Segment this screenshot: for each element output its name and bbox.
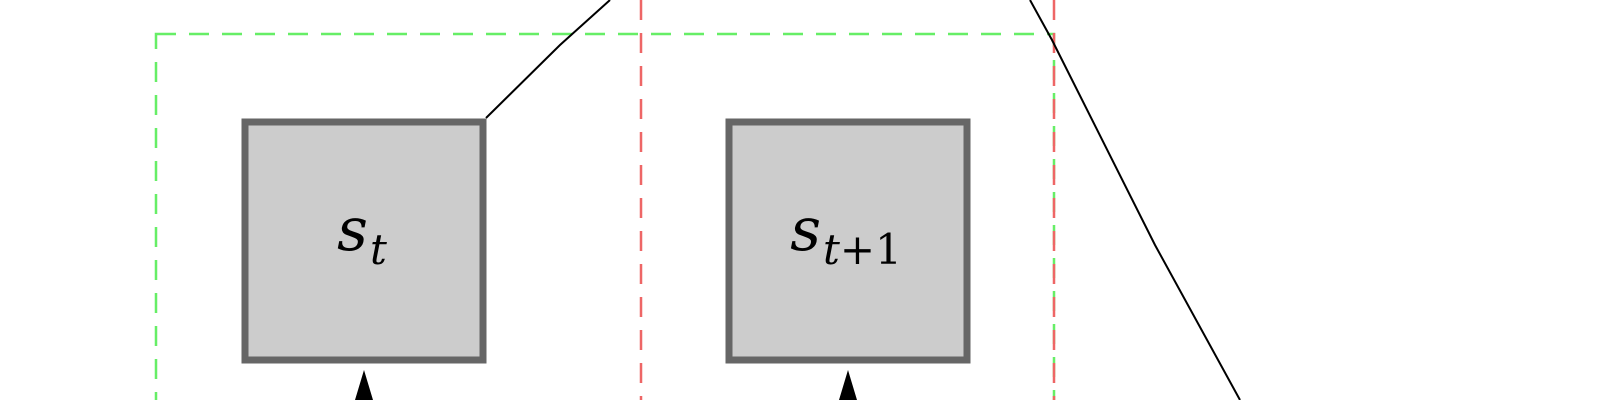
- connector-line-right: [1029, 0, 1241, 400]
- node-state-t-plus-1-label: st+1: [790, 195, 902, 274]
- node-state-t: st: [241, 118, 487, 364]
- green-dashed-group-box: [154, 32, 1056, 400]
- node-state-t-label: st: [337, 195, 387, 274]
- node-state-t-plus-1: st+1: [725, 118, 971, 364]
- connector-line-left: [485, 0, 611, 119]
